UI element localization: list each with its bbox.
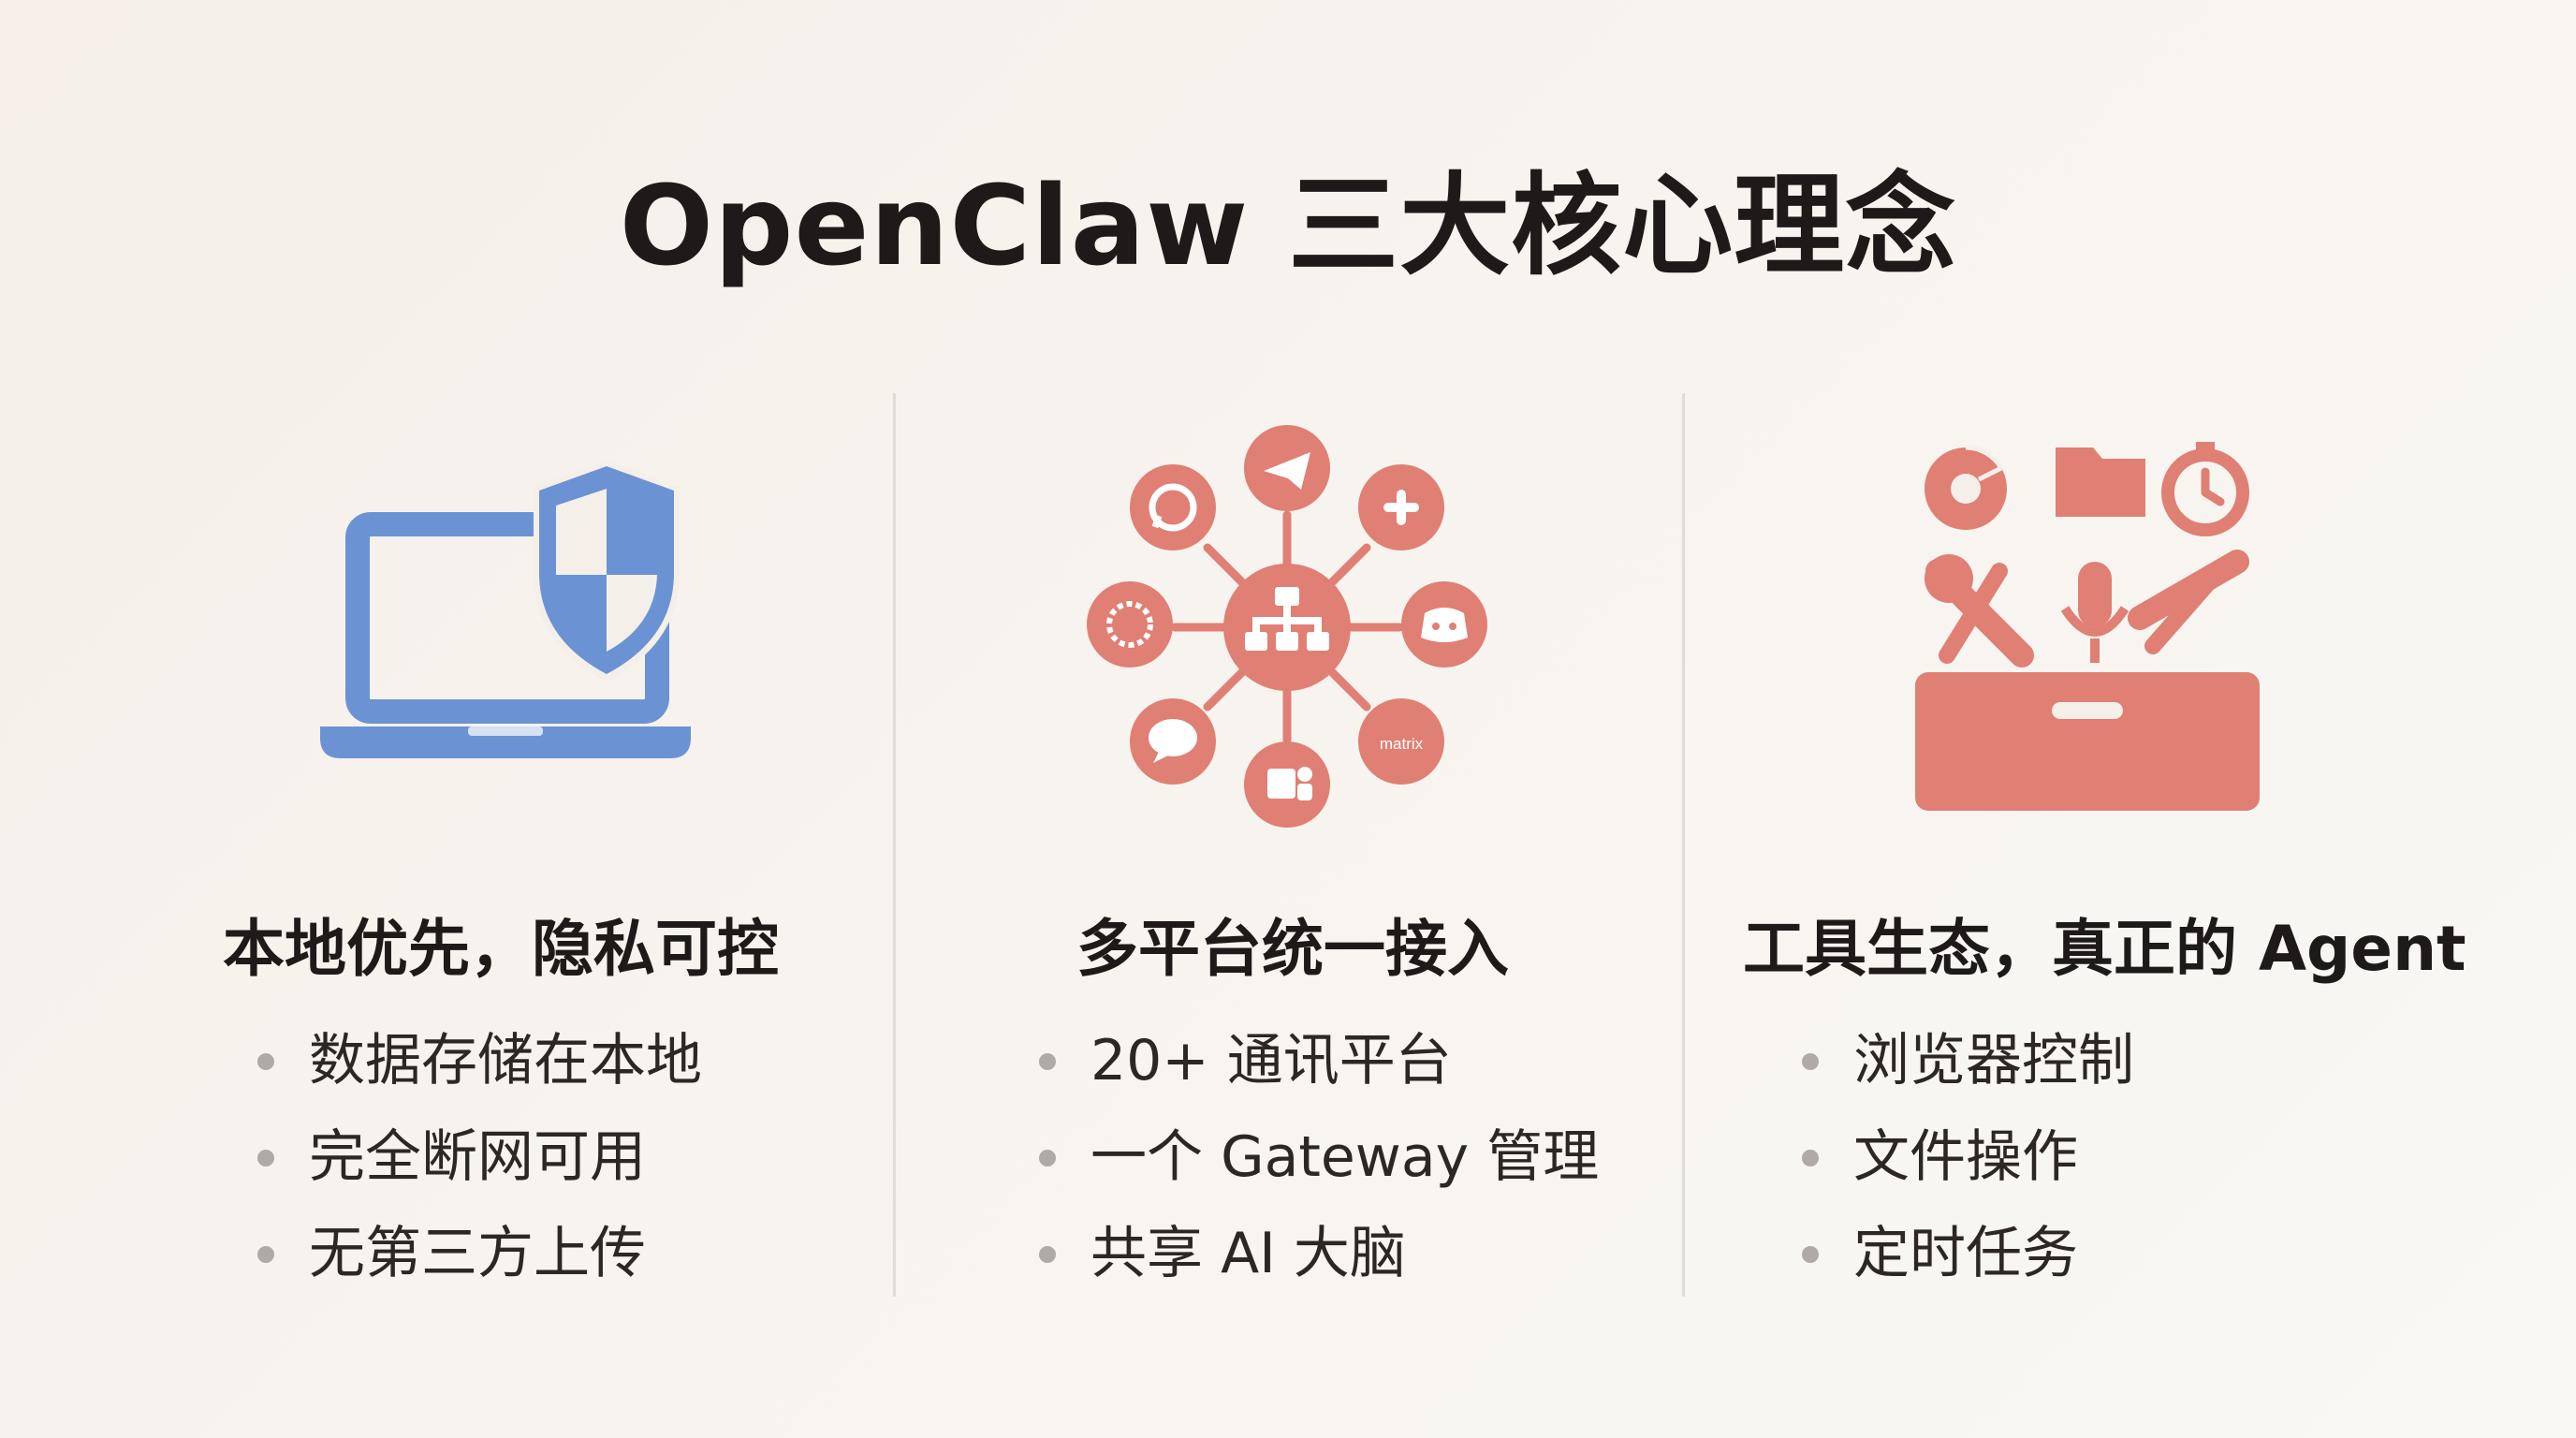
list-item: 浏览器控制	[1802, 1013, 2134, 1109]
list-item: 无第三方上传	[257, 1206, 702, 1302]
list-item-text: 文件操作	[1853, 1124, 2078, 1190]
bullet-dot	[1039, 1246, 1056, 1263]
list-item-text: 一个 Gateway 管理	[1090, 1124, 1600, 1190]
column-heading: 多平台统一接入	[1076, 913, 1509, 985]
bullet-list: 浏览器控制 文件操作 定时任务	[1802, 1013, 2134, 1302]
page-title: OpenClaw 三大核心理念	[619, 161, 1957, 290]
bullet-dot	[257, 1053, 274, 1070]
bullet-dot	[1802, 1053, 1819, 1070]
bullet-list: 数据存储在本地 完全断网可用 无第三方上传	[257, 1013, 702, 1302]
column-divider	[893, 393, 896, 1297]
bullet-dot	[1039, 1150, 1056, 1167]
list-item: 文件操作	[1802, 1109, 2134, 1206]
platform-hub-icon: matrix	[1087, 425, 1487, 828]
list-item-text: 无第三方上传	[309, 1221, 646, 1286]
list-item: 定时任务	[1802, 1206, 2134, 1302]
list-item-text: 定时任务	[1853, 1221, 2078, 1286]
list-item-text: 20+ 通讯平台	[1090, 1028, 1452, 1093]
bullet-dot	[257, 1150, 274, 1167]
list-item: 数据存储在本地	[257, 1013, 702, 1109]
matrix-label: matrix	[1380, 735, 1424, 753]
column-heading: 本地优先，隐私可控	[223, 913, 779, 985]
column-heading: 工具生态，真正的 Agent	[1743, 913, 2466, 985]
list-item-text: 浏览器控制	[1853, 1028, 2134, 1093]
list-item-text: 完全断网可用	[309, 1124, 646, 1190]
list-item: 20+ 通讯平台	[1039, 1013, 1599, 1109]
bullet-dot	[1802, 1246, 1819, 1263]
bullet-dot	[1039, 1053, 1056, 1070]
bullet-dot	[257, 1246, 274, 1263]
list-item: 一个 Gateway 管理	[1039, 1109, 1599, 1206]
toolbox-icon	[1915, 442, 2260, 811]
bullet-list: 20+ 通讯平台 一个 Gateway 管理 共享 AI 大脑	[1039, 1013, 1599, 1302]
bullet-dot	[1802, 1150, 1819, 1167]
laptop-shield-icon	[320, 461, 691, 758]
list-item-text: 数据存储在本地	[309, 1028, 702, 1093]
list-item: 共享 AI 大脑	[1039, 1206, 1599, 1302]
column-divider	[1682, 393, 1685, 1297]
list-item: 完全断网可用	[257, 1109, 702, 1206]
list-item-text: 共享 AI 大脑	[1090, 1221, 1406, 1286]
